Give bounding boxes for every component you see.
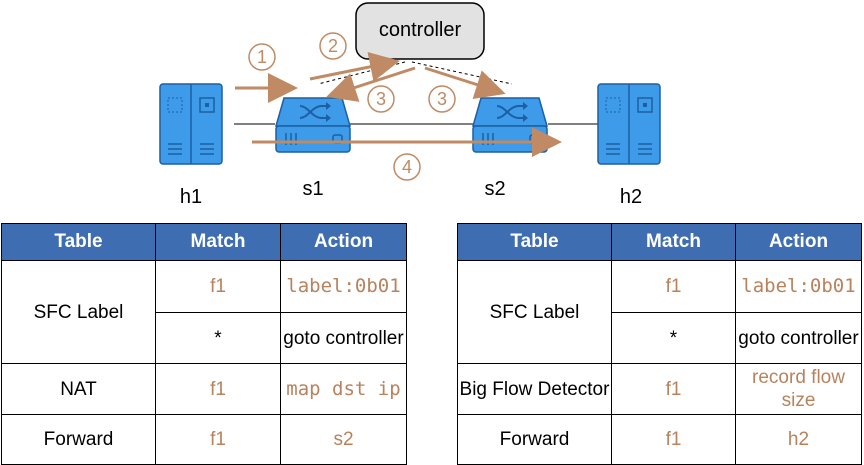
table-row: * goto controller	[458, 312, 862, 364]
step-2-circle	[319, 32, 347, 60]
host-h1-server-tower-icon	[159, 83, 223, 165]
arrow-step-3-to-s1	[326, 66, 416, 102]
step-3b-label: 3	[436, 89, 447, 109]
step-1-label: 1	[256, 47, 267, 67]
step-3b-circle	[428, 85, 456, 113]
topology-diagram	[159, 2, 661, 181]
cell-sfc-action-1: label:0b01	[280, 260, 407, 313]
cell-sfc-action-1: label:0b01	[735, 260, 862, 313]
table-row: Big Flow Detector f1 record flow size	[457, 363, 862, 415]
cell-nat: NAT	[1, 363, 156, 415]
cell-sfc-match-2: *	[611, 312, 736, 364]
controller-label: controller	[378, 19, 462, 41]
header-action: Action	[280, 223, 407, 261]
header-match: Match	[155, 223, 281, 261]
table-row: * goto controller	[2, 312, 407, 364]
step-2-label: 2	[327, 36, 338, 56]
step-4-label: 4	[401, 157, 412, 177]
cell-forward-action: s2	[280, 414, 407, 465]
cell-sfc-action-2: goto controller	[280, 312, 407, 364]
cell-sfc-action-2: goto controller	[735, 312, 862, 364]
step-4-circle	[393, 153, 421, 181]
cell-bfd-action: record flow size	[735, 363, 862, 415]
table-row: NAT f1 map dst ip	[1, 363, 407, 415]
cell-big-flow-detector: Big Flow Detector	[457, 363, 612, 415]
cell-nat-match: f1	[155, 363, 281, 415]
control-link-s1	[317, 61, 406, 85]
header-action: Action	[735, 223, 862, 261]
s2-flow-table: Table Match Action SFC Label f1 label:0b…	[457, 223, 862, 465]
header-table: Table	[1, 223, 156, 261]
table-header-row: Table Match Action	[1, 223, 407, 261]
cell-sfc-match-1: f1	[611, 260, 736, 313]
table-row: Forward f1 h2	[457, 414, 862, 465]
header-table: Table	[457, 223, 612, 261]
step-3a-circle	[367, 85, 395, 113]
cell-sfc-label: SFC Label	[457, 260, 612, 364]
cell-forward-match: f1	[155, 414, 281, 465]
table-row: SFC Label f1 label:0b01	[1, 260, 407, 364]
table-row: Forward f1 s2	[1, 414, 407, 465]
cell-forward-match: f1	[611, 414, 736, 465]
s1-flow-table: Table Match Action SFC Label f1 label:0b…	[1, 223, 407, 465]
step-3a-label: 3	[375, 89, 386, 109]
switch-s1-label: s1	[302, 178, 324, 200]
cell-forward: Forward	[1, 414, 156, 465]
cell-nat-action: map dst ip	[280, 363, 407, 415]
cell-forward-action: h2	[735, 414, 862, 465]
switch-s2-switch-shuffle-icon	[472, 97, 548, 153]
host-h1-label: h1	[179, 186, 203, 208]
step-1-circle	[248, 43, 276, 71]
cell-forward: Forward	[457, 414, 612, 465]
cell-sfc-match-1: f1	[155, 260, 281, 313]
cell-sfc-label: SFC Label	[1, 260, 156, 364]
switch-s1-switch-shuffle-icon	[275, 97, 351, 153]
arrow-step-2	[309, 52, 400, 82]
switch-s2-label: s2	[484, 178, 506, 200]
table-row: SFC Label f1 label:0b01	[457, 260, 862, 364]
cell-sfc-match-2: *	[155, 312, 281, 364]
controller-box	[355, 2, 485, 60]
host-h2-server-tower-icon	[597, 83, 661, 165]
table-header-row: Table Match Action	[457, 223, 862, 261]
host-h2-label: h2	[619, 186, 643, 208]
arrow-step-3-to-s2	[424, 66, 506, 99]
header-match: Match	[611, 223, 736, 261]
cell-bfd-match: f1	[611, 363, 736, 415]
